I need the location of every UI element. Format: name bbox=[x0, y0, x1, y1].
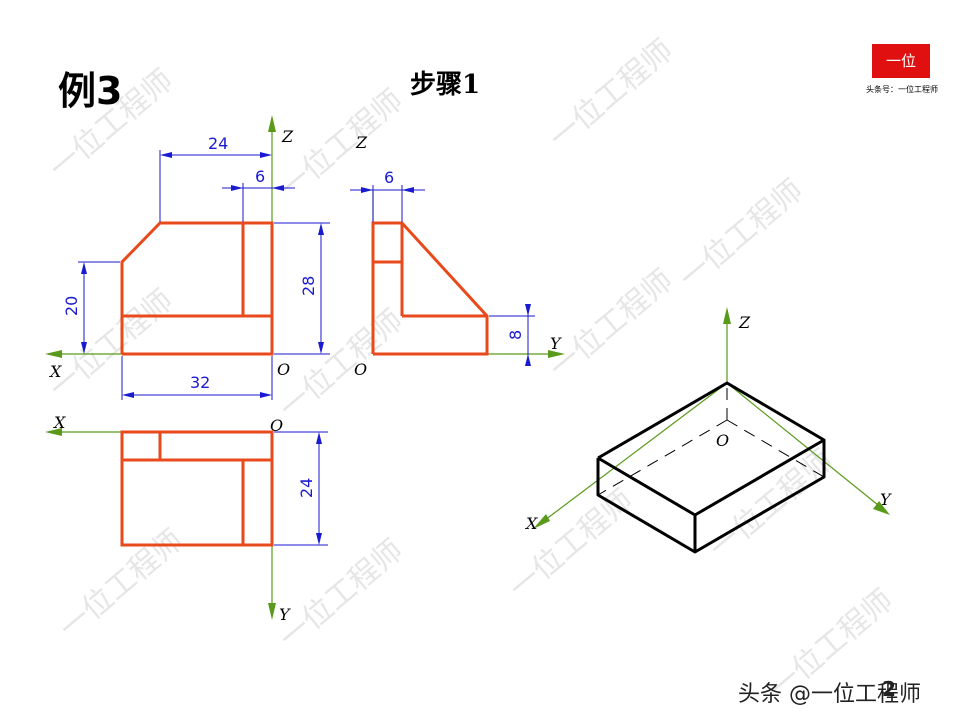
dim-side-step-height: 8 bbox=[506, 330, 525, 340]
origin-label: O bbox=[354, 360, 367, 379]
step-label: 步骤1 bbox=[410, 70, 481, 100]
dim-front-height: 28 bbox=[299, 276, 318, 296]
axis-label-y: Y bbox=[550, 334, 562, 353]
footer-credit: 头条 @一位工程师 bbox=[738, 682, 921, 707]
watermark: 一位工程师 bbox=[673, 173, 810, 296]
watermark: 一位工程师 bbox=[43, 63, 180, 186]
watermark: 一位工程师 bbox=[503, 483, 640, 606]
watermark: 一位工程师 bbox=[543, 33, 680, 156]
axis-label-z: Z bbox=[281, 127, 294, 146]
dimension-lines bbox=[78, 150, 535, 546]
side-view bbox=[371, 221, 489, 356]
page-title: 例3 bbox=[58, 69, 123, 113]
watermark: 一位工程师 bbox=[703, 443, 840, 566]
watermark: 一位工程师 bbox=[273, 533, 410, 656]
axis-label-z: Z bbox=[738, 313, 751, 332]
axis-label-y: Y bbox=[279, 605, 291, 624]
axis-label-z: Z bbox=[355, 133, 368, 152]
watermark: 一位工程师 bbox=[543, 263, 680, 386]
brand-logo: 一位 bbox=[872, 44, 930, 78]
front-view bbox=[120, 221, 274, 356]
dim-front-chamfer-height: 20 bbox=[62, 296, 81, 316]
origin-label: O bbox=[270, 416, 283, 435]
dim-side-width-top: 6 bbox=[384, 168, 394, 187]
dim-front-width: 32 bbox=[190, 373, 210, 392]
dim-front-width-top: 24 bbox=[208, 134, 228, 153]
axis-label-y: Y bbox=[880, 490, 892, 509]
logo-caption: 头条号：一位工程师 bbox=[866, 85, 938, 94]
axis-label-x: X bbox=[52, 413, 66, 432]
isometric-axes bbox=[533, 307, 890, 529]
origin-label: O bbox=[716, 431, 729, 450]
watermark: 一位工程师 bbox=[273, 303, 410, 426]
top-view bbox=[120, 430, 274, 547]
dim-front-notch: 6 bbox=[255, 167, 265, 186]
axis-label-x: X bbox=[48, 362, 62, 381]
page-number: 2 bbox=[882, 677, 896, 701]
axis-label-x: X bbox=[524, 514, 538, 533]
watermark-layer: 一位工程师 一位工程师 一位工程师 一位工程师 一位工程师 一位工程师 一位工程… bbox=[43, 33, 900, 706]
isometric-box bbox=[596, 381, 826, 554]
dim-top-depth: 24 bbox=[297, 478, 316, 498]
origin-label: O bbox=[277, 360, 290, 379]
